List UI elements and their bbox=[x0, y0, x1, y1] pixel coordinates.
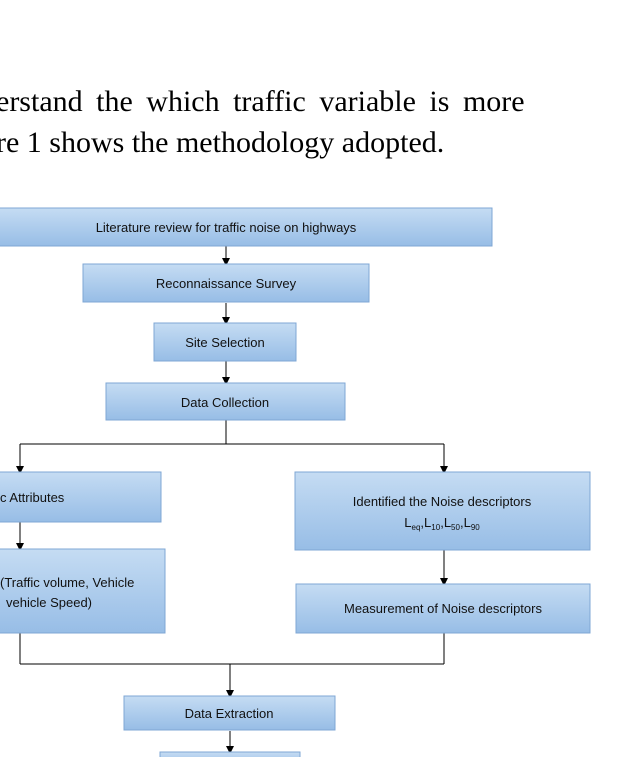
box-traffic-parameters: (Traffic volume, Vehicle vehicle Speed) bbox=[0, 548, 166, 634]
label-traffic-params-line1: (Traffic volume, Vehicle bbox=[0, 575, 134, 590]
box-traffic-attributes: c Attributes bbox=[0, 471, 162, 523]
label-measurement: Measurement of Noise descriptors bbox=[344, 601, 542, 616]
label-noise-descriptor-symbols: Leq,L10,L50,L90 bbox=[404, 515, 480, 532]
box-next-step-partial bbox=[159, 751, 301, 757]
box-site-selection: Site Selection bbox=[153, 322, 297, 362]
paragraph-line-2: re 1 shows the methodology adopted. bbox=[0, 126, 445, 159]
connectors bbox=[16, 246, 448, 754]
label-data-extraction: Data Extraction bbox=[185, 706, 274, 721]
label-noise-descriptors: Identified the Noise descriptors bbox=[353, 494, 532, 509]
box-data-collection: Data Collection bbox=[105, 382, 346, 421]
box-reconnaissance-survey: Reconnaissance Survey bbox=[82, 263, 370, 303]
label-traffic-params-line2: vehicle Speed) bbox=[6, 595, 92, 610]
label-traffic-attributes: c Attributes bbox=[0, 490, 65, 505]
label-reconnaissance-survey: Reconnaissance Survey bbox=[156, 276, 297, 291]
box-noise-descriptors: Identified the Noise descriptors Leq,L10… bbox=[294, 471, 591, 551]
paragraph-line-1: erstand the which traffic variable is mo… bbox=[0, 85, 525, 118]
box-data-extraction: Data Extraction bbox=[123, 695, 336, 731]
box-measurement: Measurement of Noise descriptors bbox=[295, 583, 591, 634]
box-literature-review: Literature review for traffic noise on h… bbox=[0, 207, 493, 247]
label-literature-review: Literature review for traffic noise on h… bbox=[96, 220, 357, 235]
label-site-selection: Site Selection bbox=[185, 335, 265, 350]
label-data-collection: Data Collection bbox=[181, 395, 269, 410]
